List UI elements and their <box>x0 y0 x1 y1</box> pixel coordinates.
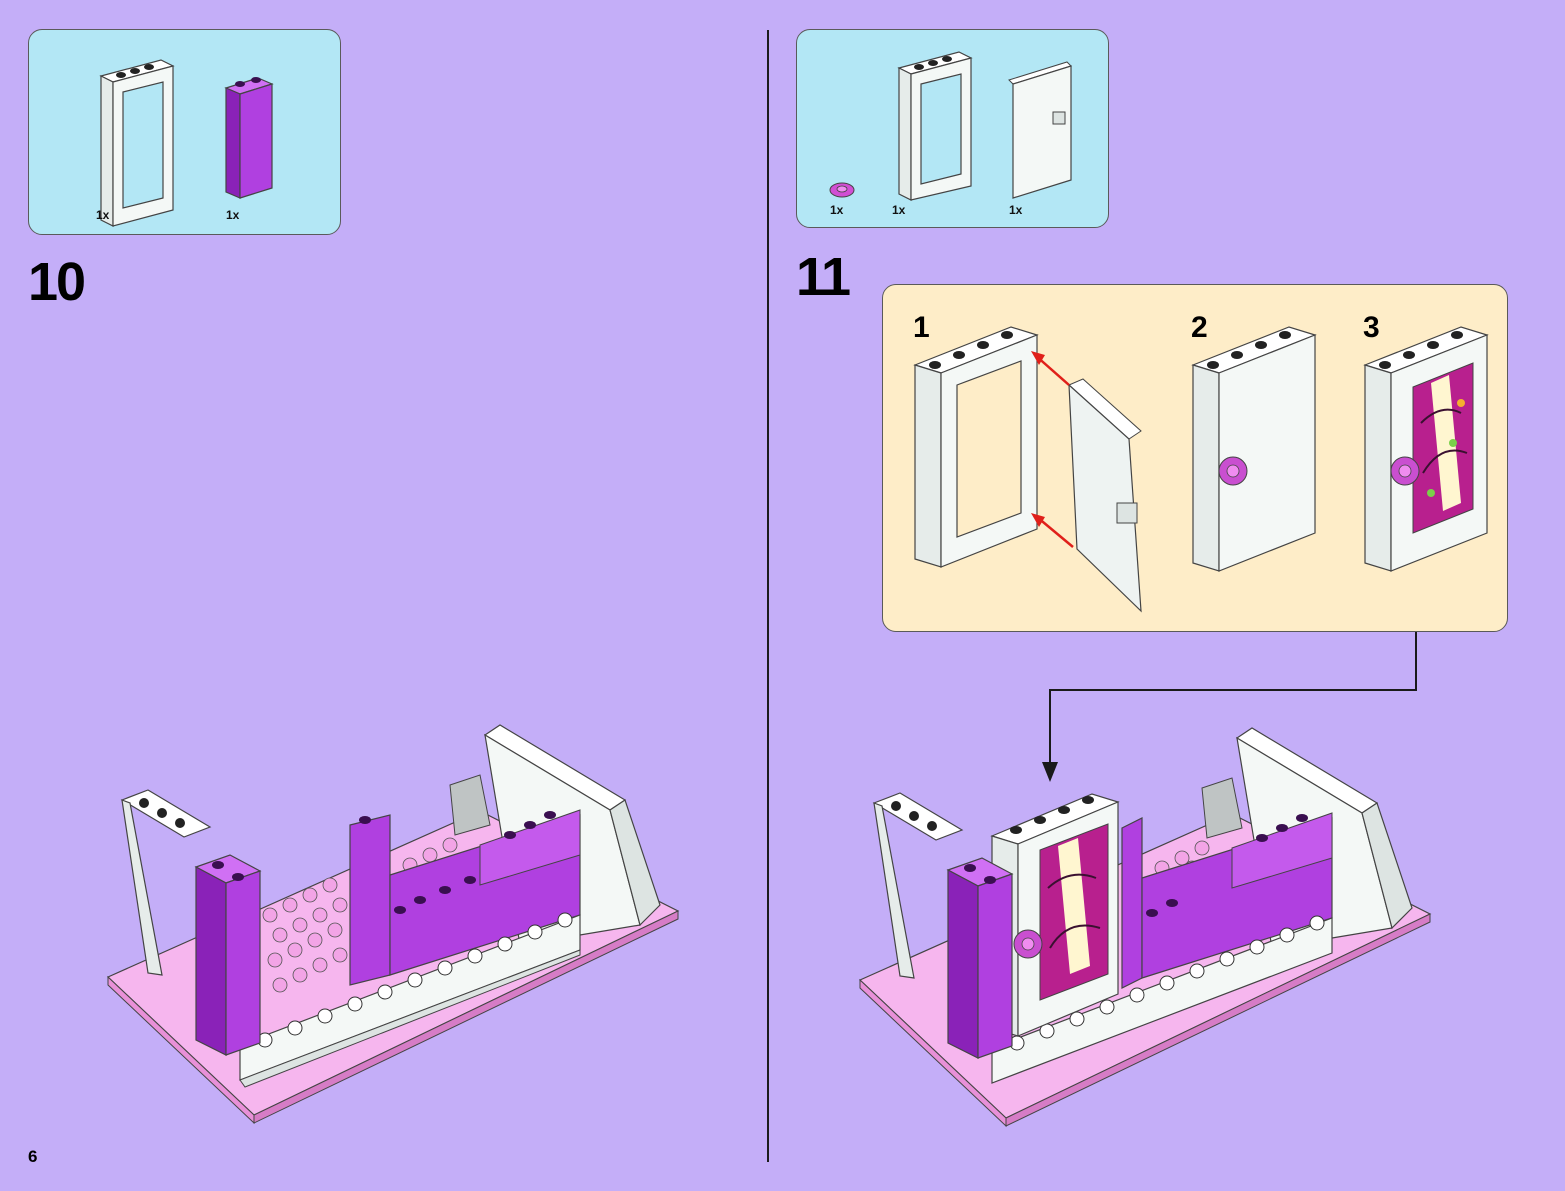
door-frame-part-icon <box>897 51 973 201</box>
part-quantity: 1x <box>892 203 906 217</box>
part-quantity: 1x <box>1009 203 1023 217</box>
subassembly-callout: 1 2 3 <box>882 284 1508 632</box>
step-11-assembly-illustration <box>858 727 1432 1128</box>
door-frame-part-icon <box>99 59 175 227</box>
purple-brick-part-icon <box>224 77 274 199</box>
substep-1-illustration <box>913 326 1142 613</box>
connector-arrow <box>1042 632 1417 782</box>
door-part-icon <box>1008 61 1072 199</box>
substep-number: 1 <box>913 311 930 344</box>
parts-callout-step-10: 1x 1x <box>28 29 341 235</box>
part-quantity: 1x <box>96 208 110 222</box>
parts-callout-step-11: 1x 1x 1x <box>796 29 1109 228</box>
flower-part-icon <box>829 182 855 198</box>
step-number: 11 <box>796 247 851 307</box>
page-divider <box>767 30 769 1162</box>
step-number: 10 <box>28 252 86 312</box>
part-quantity: 1x <box>830 203 844 217</box>
substep-number: 2 <box>1191 311 1208 344</box>
page-number: 6 <box>28 1147 38 1166</box>
substep-2-illustration <box>1191 326 1317 572</box>
substep-3-illustration <box>1363 326 1489 572</box>
substep-number: 3 <box>1363 311 1380 344</box>
step-10-assembly-illustration <box>106 724 680 1125</box>
part-quantity: 1x <box>226 208 240 222</box>
